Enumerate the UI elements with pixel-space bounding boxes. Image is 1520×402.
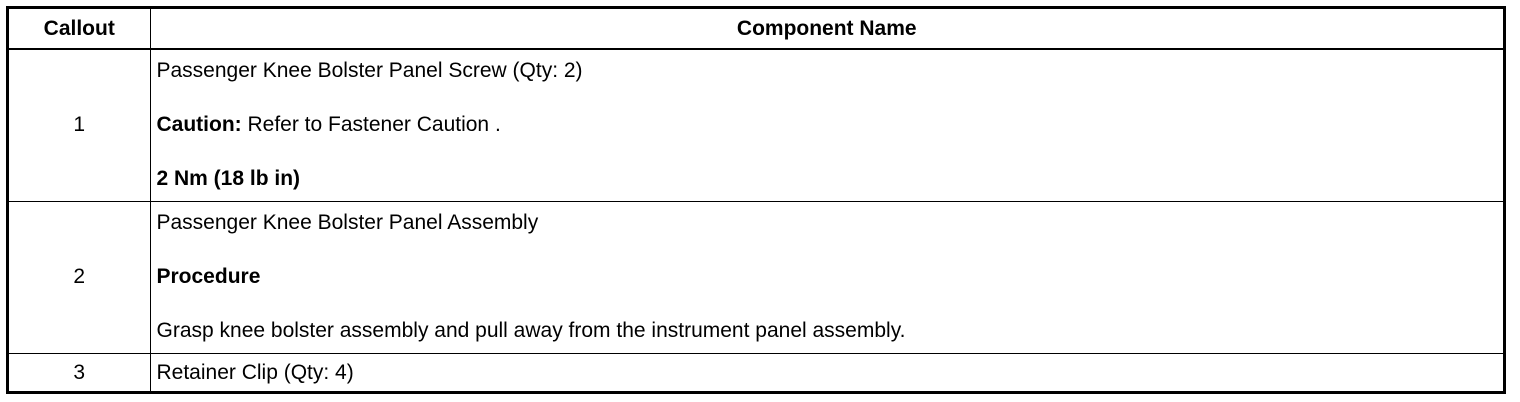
caution-line: Caution: Refer to Fastener Caution .	[157, 113, 1504, 137]
component-table: Callout Component Name 1 Passenger Knee …	[6, 6, 1506, 394]
table-header-row: Callout Component Name	[9, 9, 1503, 50]
procedure-text: Grasp knee bolster assembly and pull awa…	[156, 319, 906, 342]
component-cell: Retainer Clip (Qty: 4)	[149, 352, 1503, 393]
component-cell: Passenger Knee Bolster Panel Assembly Pr…	[149, 200, 1503, 354]
torque-spec: 2 Nm (18 lb in)	[156, 167, 301, 191]
table-row: 2 Passenger Knee Bolster Panel Assembly …	[9, 200, 1503, 354]
table-row: 3 Retainer Clip (Qty: 4)	[9, 352, 1503, 393]
component-name: Passenger Knee Bolster Panel Screw (Qty:…	[156, 59, 583, 83]
callout-cell: 3	[9, 352, 151, 393]
component-cell: Passenger Knee Bolster Panel Screw (Qty:…	[149, 48, 1504, 202]
table-row: 1 Passenger Knee Bolster Panel Screw (Qt…	[9, 48, 1504, 202]
component-name: Retainer Clip (Qty: 4)	[156, 361, 354, 385]
procedure-label: Procedure	[156, 265, 261, 288]
caution-label: Caution:	[156, 113, 242, 137]
header-component-name: Component Name	[149, 9, 1503, 50]
caution-text: Refer to Fastener Caution .	[241, 113, 501, 137]
component-table-grid: Callout Component Name 1 Passenger Knee …	[9, 9, 1503, 393]
callout-cell: 2	[9, 200, 151, 354]
header-callout: Callout	[9, 9, 151, 50]
component-name: Passenger Knee Bolster Panel Assembly	[156, 211, 539, 234]
callout-cell: 1	[9, 48, 151, 202]
